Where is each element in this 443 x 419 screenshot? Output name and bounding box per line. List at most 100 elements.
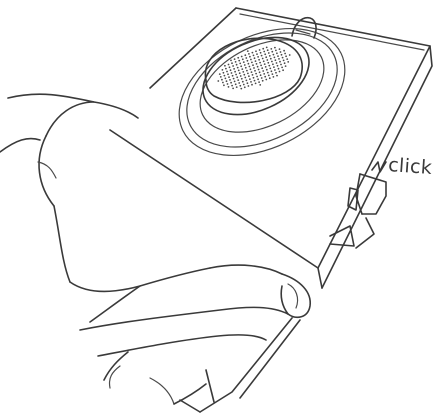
grille-hole xyxy=(252,74,254,76)
grille-hole xyxy=(235,83,237,85)
grille-hole xyxy=(275,59,277,61)
grille-hole xyxy=(256,53,258,55)
grille-hole xyxy=(264,76,266,78)
grille-hole xyxy=(254,70,256,72)
grille-hole xyxy=(237,79,239,81)
grille-hole xyxy=(265,66,267,68)
grille-hole xyxy=(233,68,235,70)
grille-hole xyxy=(284,62,286,64)
grille-hole xyxy=(274,47,276,49)
grille-hole xyxy=(227,73,229,75)
grille-hole xyxy=(222,82,224,84)
grille-hole xyxy=(276,52,278,54)
grille-hole xyxy=(262,70,264,72)
grille-hole xyxy=(244,64,246,66)
grille-hole xyxy=(243,61,245,63)
grille-hole xyxy=(267,49,269,51)
grille-hole xyxy=(248,85,250,87)
grille-hole xyxy=(255,50,257,52)
grille-hole xyxy=(244,86,246,88)
hand xyxy=(0,94,310,404)
grille-hole xyxy=(224,65,226,67)
grille-hole xyxy=(229,66,231,68)
grille-hole xyxy=(266,59,268,61)
grille-hole xyxy=(221,79,223,81)
grille-hole xyxy=(230,82,232,84)
grille-hole xyxy=(242,71,244,73)
grille-hole xyxy=(234,58,236,60)
grille-hole xyxy=(242,81,244,83)
grille-hole xyxy=(232,88,234,90)
grille-hole xyxy=(282,57,284,59)
grille-hole xyxy=(240,88,242,90)
grille-hole xyxy=(239,72,241,74)
grille-hole xyxy=(258,81,260,83)
grille-hole xyxy=(243,74,245,76)
grille-hole xyxy=(266,69,268,71)
grille-hole xyxy=(283,50,285,52)
grille-hole xyxy=(271,70,273,72)
grille-hole xyxy=(247,50,249,52)
grille-hole xyxy=(243,84,245,86)
grille-hole xyxy=(269,68,271,70)
grille-hole xyxy=(260,52,262,54)
grille-hole xyxy=(246,80,248,82)
grille-hole xyxy=(250,59,252,61)
grille-hole xyxy=(279,48,281,50)
grille-hole xyxy=(261,77,263,79)
grille-hole xyxy=(287,61,289,63)
grille-hole xyxy=(239,63,241,65)
grille-hole xyxy=(222,69,224,71)
grille-hole xyxy=(281,67,283,69)
grille-hole xyxy=(263,60,265,62)
grille-hole xyxy=(262,80,264,82)
grille-hole xyxy=(236,76,238,78)
grille-hole xyxy=(247,82,249,84)
grille-hole xyxy=(245,57,247,59)
grille-hole xyxy=(283,60,285,62)
grille-hole xyxy=(268,52,270,54)
grille-hole xyxy=(277,55,279,57)
grille-hole xyxy=(257,56,259,58)
grille-hole xyxy=(232,75,234,77)
grille-hole xyxy=(229,79,231,81)
grille-hole xyxy=(264,63,266,65)
grille-hole xyxy=(268,75,270,77)
grille-hole xyxy=(234,71,236,73)
grille-hole xyxy=(244,54,246,56)
grille-hole xyxy=(257,66,259,68)
grille-hole xyxy=(248,53,250,55)
grille-hole xyxy=(225,78,227,80)
grille-hole xyxy=(284,53,286,55)
grille-hole xyxy=(220,76,222,78)
grille-hole xyxy=(259,71,261,73)
grille-hole xyxy=(267,72,269,74)
grille-hole xyxy=(272,73,274,75)
grille-hole xyxy=(225,68,227,70)
grille-hole xyxy=(275,72,277,74)
grille-hole xyxy=(246,70,248,72)
grille-hole xyxy=(248,63,250,65)
grille-hole xyxy=(256,76,258,78)
grille-hole xyxy=(231,85,233,87)
grille-hole xyxy=(261,55,263,57)
grille-hole xyxy=(230,60,232,62)
grille-hole xyxy=(269,55,271,57)
grille-hole xyxy=(279,61,281,63)
grille-hole xyxy=(230,69,232,71)
grille-hole xyxy=(265,79,267,81)
click-annotation: click xyxy=(387,154,432,179)
grille-hole xyxy=(265,56,267,58)
grille-hole xyxy=(285,65,287,67)
grille-hole xyxy=(249,66,251,68)
grille-hole xyxy=(261,67,263,69)
grille-hole xyxy=(252,64,254,66)
grille-hole xyxy=(239,85,241,87)
grille-hole xyxy=(247,73,249,75)
grille-hole xyxy=(281,54,283,56)
grille-hole xyxy=(241,68,243,70)
grille-hole xyxy=(271,51,273,53)
grille-hole xyxy=(285,55,287,57)
grille-hole xyxy=(266,47,268,49)
grille-hole xyxy=(256,63,258,65)
